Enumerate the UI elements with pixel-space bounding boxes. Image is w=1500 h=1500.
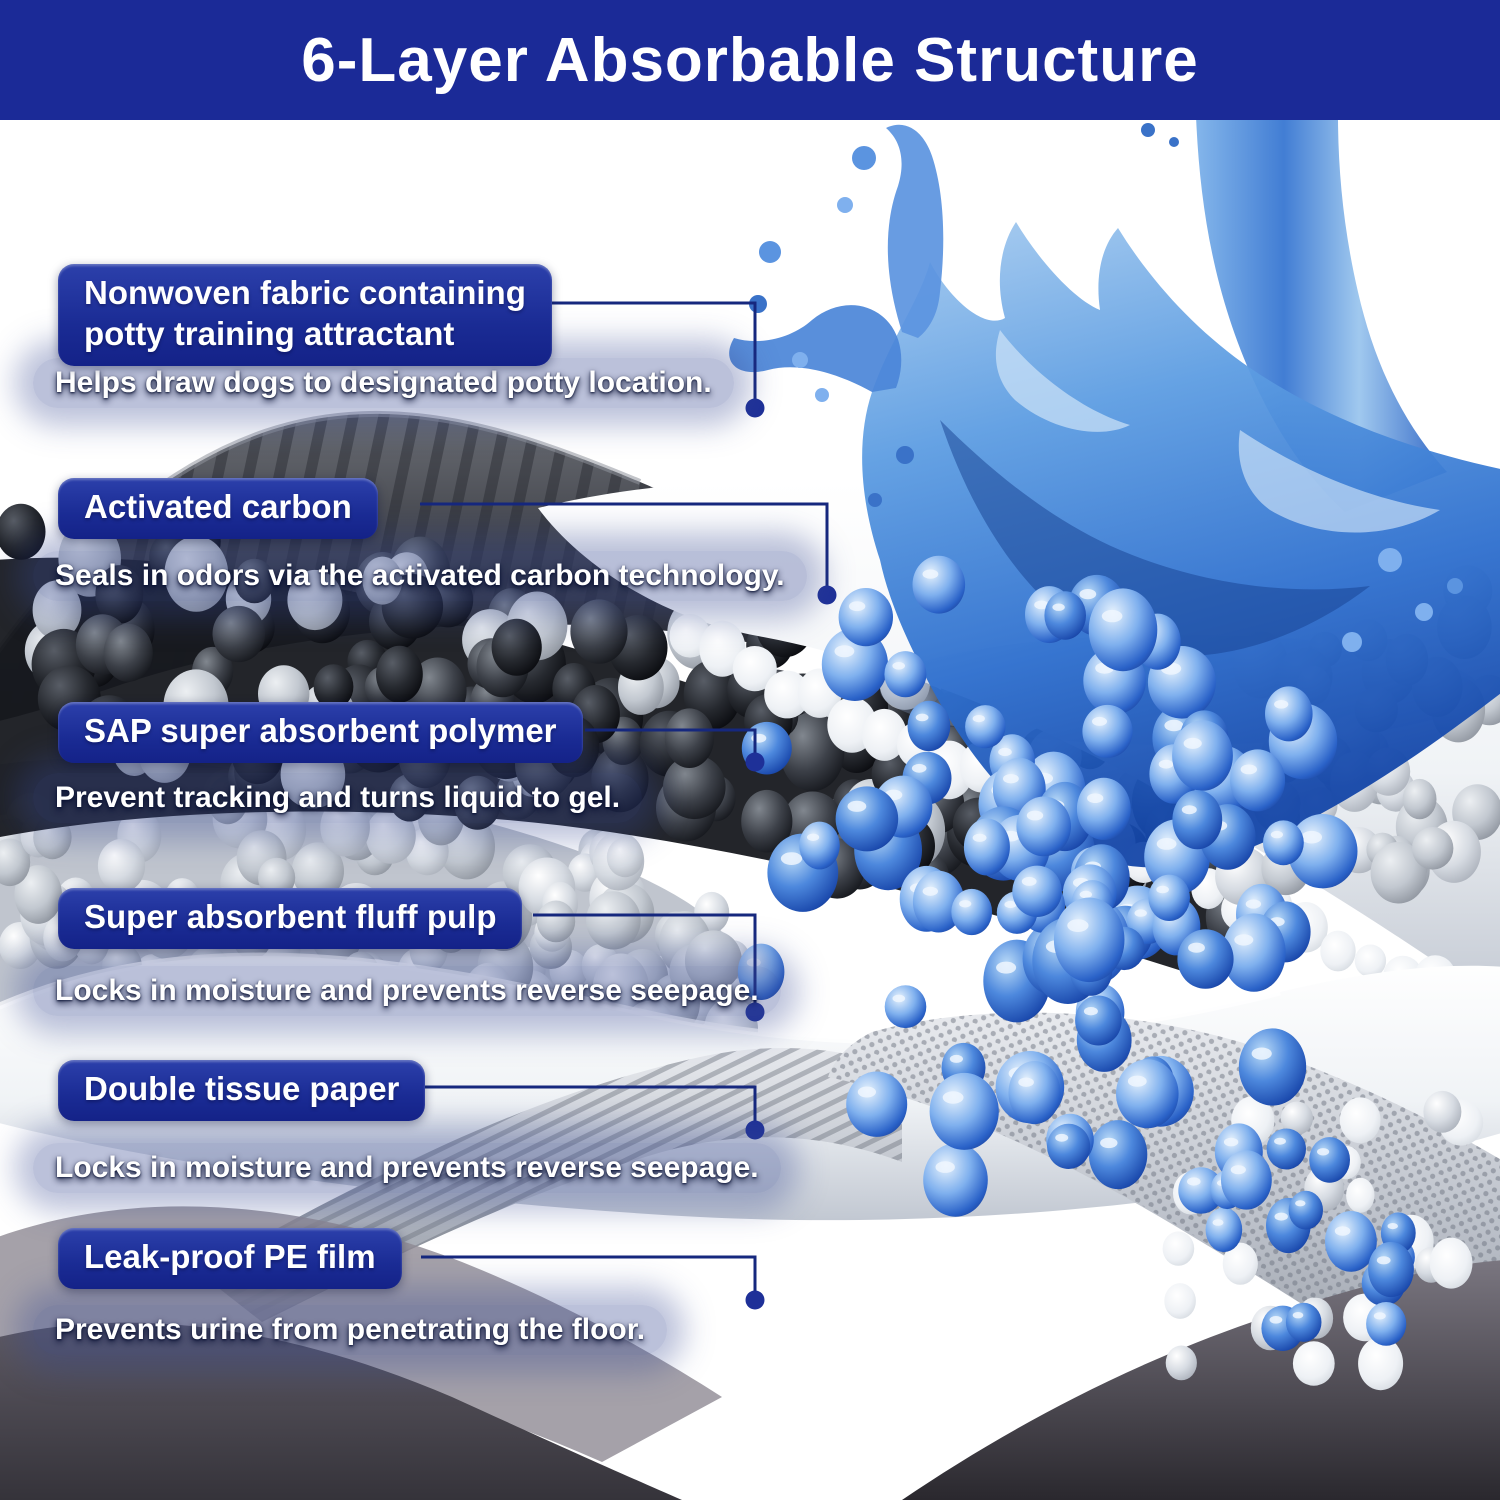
layer-label-line: Activated carbon [84, 488, 352, 525]
layer-description-activated-carbon: Seals in odors via the activated carbon … [33, 551, 807, 601]
connector-dot [745, 752, 765, 772]
layer-label-line: Nonwoven fabric containing [84, 274, 526, 311]
layer-label-line: Leak-proof PE film [84, 1238, 376, 1275]
layer-description-fluff-pulp: Locks in moisture and prevents reverse s… [33, 966, 781, 1016]
layer-label-sap-polymer: SAP super absorbent polymer [58, 702, 583, 763]
layer-label-tissue-paper: Double tissue paper [58, 1060, 426, 1121]
layer-label-pe-film: Leak-proof PE film [58, 1228, 402, 1289]
connector-tissue-paper [424, 1085, 765, 1140]
title-banner: 6-Layer Absorbable Structure [0, 0, 1500, 120]
connector-dot [817, 585, 837, 605]
water-droplets [749, 123, 1463, 652]
layer-label-line: potty training attractant [84, 314, 455, 352]
connector-fluff-pulp [533, 913, 765, 1022]
layer-description-pe-film: Prevents urine from penetrating the floo… [33, 1305, 668, 1355]
layer-description-sap-polymer: Prevent tracking and turns liquid to gel… [33, 773, 643, 823]
blue-gel-beads-tail [1178, 1128, 1416, 1352]
connector-dot [745, 1290, 765, 1310]
connector-sap-polymer [585, 728, 765, 772]
page-title: 6-Layer Absorbable Structure [301, 25, 1199, 95]
layer-label-line: Double tissue paper [84, 1070, 400, 1107]
connector-dot [745, 398, 765, 418]
layer-label-nonwoven: Nonwoven fabric containing potty trainin… [58, 264, 552, 366]
connector-activated-carbon [420, 502, 837, 605]
connector-dot [745, 1120, 765, 1140]
layer-label-line: Super absorbent fluff pulp [84, 898, 497, 935]
layer-description-tissue-paper: Locks in moisture and prevents reverse s… [33, 1143, 781, 1193]
connector-pe-film [421, 1255, 765, 1310]
blue-gel-beads [737, 555, 1358, 1217]
layer-label-activated-carbon: Activated carbon [58, 478, 378, 539]
layer-label-fluff-pulp: Super absorbent fluff pulp [58, 888, 523, 949]
layer-description-nonwoven: Helps draw dogs to designated potty loca… [33, 358, 734, 408]
connector-dot [745, 1002, 765, 1022]
layer-label-line: SAP super absorbent polymer [84, 712, 557, 749]
connector-nonwoven [497, 301, 765, 418]
